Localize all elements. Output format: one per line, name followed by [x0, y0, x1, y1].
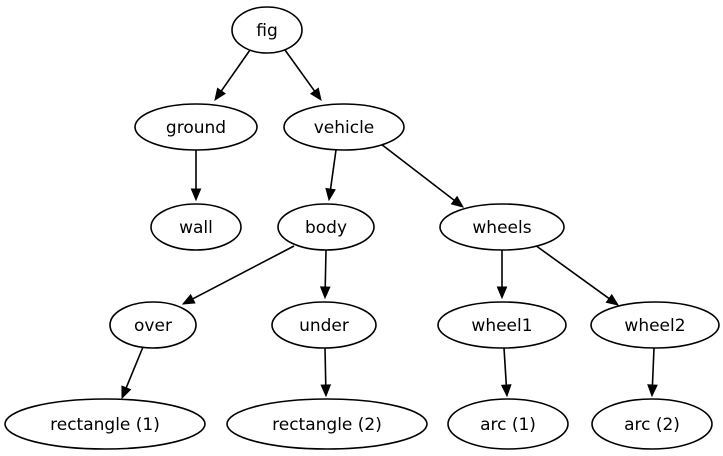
edge-line	[534, 244, 611, 301]
edge-line	[380, 143, 456, 202]
node-shape-ellipse[interactable]	[109, 301, 197, 349]
arrowhead-icon	[319, 286, 331, 300]
nodes-layer: fig ground vehicle wall body wheels over under w…	[4, 6, 720, 450]
arrowhead-icon	[121, 385, 132, 400]
edge-vehicle-to-body	[325, 149, 337, 202]
edges-layer	[121, 49, 658, 400]
edge-fig-to-vehicle	[284, 49, 322, 102]
arrowhead-icon	[500, 384, 512, 398]
edge-line	[503, 347, 508, 387]
arrowhead-icon	[320, 384, 332, 398]
edge-line	[651, 347, 655, 387]
arrowhead-icon	[190, 188, 202, 202]
edge-line	[324, 249, 327, 289]
edge-line	[219, 49, 251, 93]
node-shape-ellipse[interactable]	[591, 398, 713, 450]
arrowhead-icon	[647, 384, 658, 398]
node-fig[interactable]: fig	[231, 6, 303, 54]
node-over[interactable]: over	[109, 301, 197, 349]
edge-line	[324, 347, 327, 387]
edge-over-to-rect1	[121, 346, 144, 400]
arrowhead-icon	[181, 293, 196, 305]
edge-body-to-under	[319, 249, 331, 300]
node-shape-ellipse[interactable]	[134, 103, 258, 151]
node-shape-ellipse[interactable]	[590, 301, 720, 349]
arrowhead-icon	[325, 187, 336, 202]
arrowhead-icon	[214, 87, 226, 102]
node-shape-ellipse[interactable]	[226, 398, 428, 450]
arrowhead-icon	[496, 286, 508, 300]
edge-body-to-over	[181, 245, 295, 305]
arrowhead-icon	[605, 293, 620, 306]
arrowhead-icon	[450, 195, 465, 208]
node-shape-ellipse[interactable]	[439, 203, 565, 251]
arrowhead-icon	[309, 87, 322, 102]
node-shape-ellipse[interactable]	[277, 203, 375, 251]
node-shape-ellipse[interactable]	[283, 103, 405, 151]
node-rect2[interactable]: rectangle (2)	[226, 398, 428, 450]
node-shape-ellipse[interactable]	[4, 398, 206, 450]
node-wheels[interactable]: wheels	[439, 203, 565, 251]
node-shape-ellipse[interactable]	[231, 6, 303, 54]
node-shape-ellipse[interactable]	[447, 398, 569, 450]
edge-under-to-rect2	[320, 347, 332, 398]
node-wheel1[interactable]: wheel1	[437, 301, 567, 349]
node-arc1[interactable]: arc (1)	[447, 398, 569, 450]
edge-wheels-to-wheel2	[534, 244, 620, 306]
edge-wheel2-to-arc2	[647, 347, 658, 398]
node-vehicle[interactable]: vehicle	[283, 103, 405, 151]
edge-line	[284, 49, 317, 93]
edge-fig-to-ground	[214, 49, 251, 102]
node-rect1[interactable]: rectangle (1)	[4, 398, 206, 450]
edge-ground-to-wall	[190, 150, 202, 202]
node-body[interactable]: body	[277, 203, 375, 251]
node-arc2[interactable]: arc (2)	[591, 398, 713, 450]
edge-line	[191, 245, 295, 301]
node-wheel2[interactable]: wheel2	[590, 301, 720, 349]
node-ground[interactable]: ground	[134, 103, 258, 151]
node-shape-ellipse[interactable]	[150, 203, 242, 251]
node-wall[interactable]: wall	[150, 203, 242, 251]
edge-wheel1-to-arc1	[500, 347, 512, 398]
edge-line	[329, 149, 337, 191]
node-shape-ellipse[interactable]	[437, 301, 567, 349]
edge-wheels-to-wheel1	[496, 250, 508, 300]
node-under[interactable]: under	[271, 301, 377, 349]
node-shape-ellipse[interactable]	[271, 301, 377, 349]
edge-line	[124, 346, 144, 390]
edge-vehicle-to-wheels	[380, 143, 465, 208]
